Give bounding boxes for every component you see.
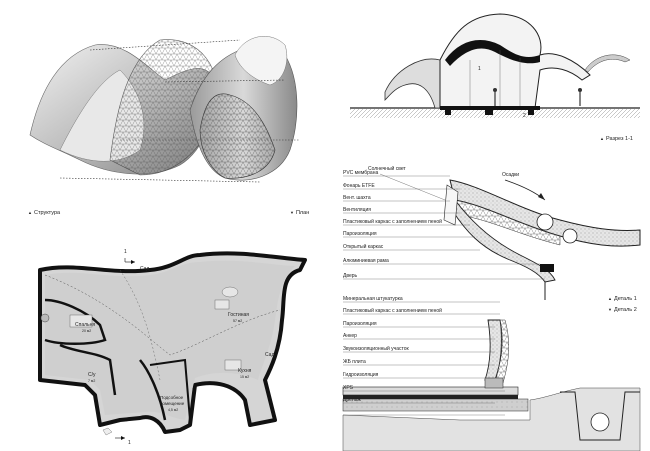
roof-frame-tri [454,199,561,246]
detail1-label-open-frame: Открытый каркас [343,244,384,250]
plan-cut-marker-top: 1 [124,249,127,255]
floor-plan [38,251,307,440]
structural-frame-right [199,93,276,179]
detail1-label-vapor-barrier: Пароизоляция [343,231,377,237]
detail1-label-precipitation: Осадки [502,172,520,178]
plan-interior-floor [45,260,295,420]
caption-plan: ▼План [290,210,310,216]
triangle-down-icon: ▼ [290,210,294,215]
section-callout-2: 2 [523,113,526,119]
triangle-up-icon: ▲ [608,296,612,301]
section-cut-roof [445,40,540,66]
caption-structure: ▲Структура [28,210,61,216]
plan-label-garden-right: Сад [265,352,275,358]
plan-area-utility: 4,5 м2 [168,408,179,412]
section-shell-left [384,58,445,109]
plan-area-kitchen: 15 м2 [240,375,250,379]
caption-detail1: ▲Деталь 1 [608,296,637,302]
detail2-label-drainage: Дренаж [343,397,361,403]
triangle-up-icon: ▲ [600,136,604,141]
structural-frame-left [109,39,218,176]
plan-label-living: Гостиная [228,312,249,318]
detail1-label-door: Дверь [343,273,358,279]
plan-area-living: 57 м2 [233,319,243,323]
detail1-drawing [343,173,641,300]
detail2-label-waterproofing: Гидроизоляция [343,372,379,378]
plan-label-utility: Подсобное помещение [160,395,185,406]
triangle-down-icon: ▼ [608,307,612,312]
detail1-label-plastic-frame: Пластиковый каркас с заполнением пеной [343,219,442,225]
plan-wall-bedroom [44,298,107,345]
detail2-label-mineral-plaster: Минеральная штукатурка [343,296,403,302]
detail1-label-pvc-membrane: PVC мембрана [343,170,379,176]
detail2-label-vapor-barrier: Пароизоляция [343,321,377,327]
inner-shell-top-lip [234,36,288,86]
detail2-label-sound-insulation: Звукоизоляционный участок [343,346,409,352]
plan-label-bedroom: Спальня [75,322,96,328]
plan-area-wc: 7 м2 [88,379,96,383]
section-callout-1: 1 [478,66,481,72]
plan-cut-marker-bottom: 1 [128,440,131,446]
section-drawing [350,13,640,118]
structure-exploded-view [29,36,300,183]
detail1-label-etfe: Фонарь ETFE [343,183,375,189]
explode-guide-lines [59,39,300,183]
detail1-label-aluminum-frame: Алюминиевая рама [343,258,389,264]
detail2-label-plastic-frame: Пластиковый каркас с заполнением пеной [343,308,442,314]
plan-label-wc: С/у [88,372,96,378]
plan-area-bedroom: 20 м2 [82,329,92,333]
drain-trench [560,391,640,441]
plan-wall-wc [59,343,117,396]
triangle-up-icon: ▲ [28,210,32,215]
detail1-label-ventilation: Вентиляция [343,207,371,213]
plan-label-kitchen: Кухня [238,368,252,374]
detail2-label-rc-slab: ЖБ плита [343,359,366,365]
caption-section: ▲Разрез 1-1 [600,136,633,142]
plan-label-garden-top: Сад [140,266,150,272]
detail1-label-vent-shaft: Вент. шахта [343,195,371,201]
detail2-label-xps: XPS [343,385,354,391]
detail1-label-sunlight: Солнечный свет [368,166,406,172]
section-shell-main [439,13,591,109]
plan-wall-utility [139,359,167,421]
wall-sandwich [451,199,556,283]
detail2-drawing [342,301,641,451]
detail2-label-anchor: Анкер [343,333,357,339]
caption-detail2: ▼Деталь 2 [608,307,637,313]
